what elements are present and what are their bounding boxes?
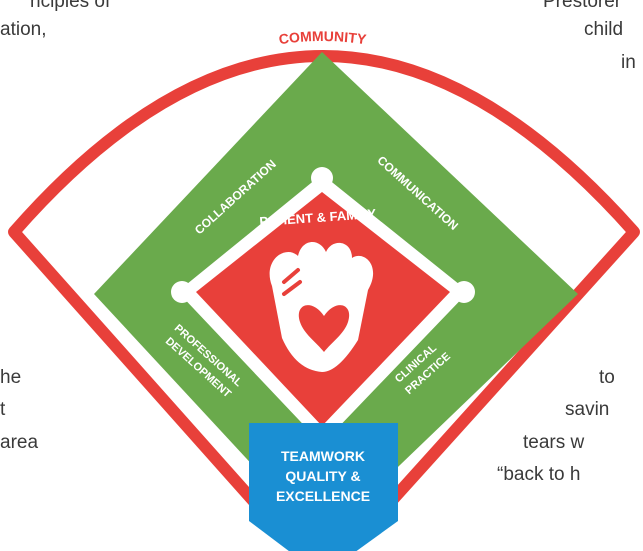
home-label-line-1: TEAMWORK	[281, 448, 365, 464]
left-text-line-4: t	[0, 399, 6, 420]
left-text-line-3: he	[0, 367, 22, 388]
heart-in-baseball-glove-icon	[269, 241, 374, 372]
home-label-line-2: QUALITY &	[285, 468, 360, 484]
community-label: COMMUNITY	[278, 28, 368, 47]
third-base-node	[171, 281, 193, 303]
left-text-line-1: nciples of	[30, 0, 111, 12]
right-text-line-6: tears w	[523, 432, 585, 453]
home-label-line-3: EXCELLENCE	[276, 488, 370, 504]
second-base-node	[311, 167, 333, 189]
right-text-line-3: in	[621, 52, 636, 73]
right-text-line-7: “back to h	[497, 464, 581, 485]
left-text-line-5: area	[0, 432, 39, 453]
right-text-line-4: to	[599, 367, 615, 388]
first-base-node	[453, 281, 475, 303]
right-text-line-1: Prestorer	[543, 0, 622, 12]
right-text-line-2: child	[584, 19, 624, 40]
right-text-line-5: savin	[565, 399, 610, 420]
left-text-line-2: ation,	[0, 19, 47, 40]
home-plate-shape	[249, 423, 398, 551]
